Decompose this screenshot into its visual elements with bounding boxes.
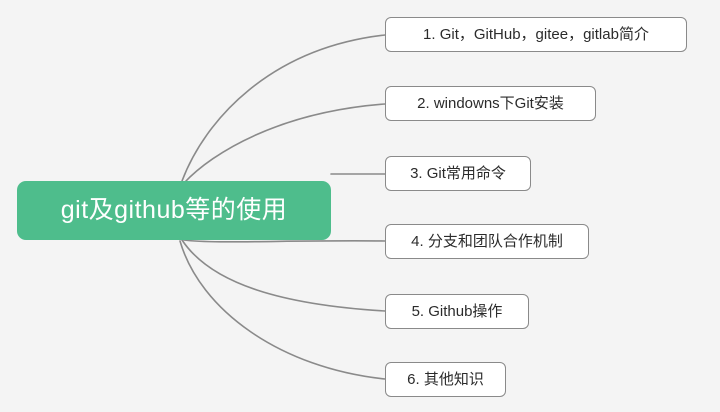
mindmap-branch-node-1[interactable]: 1. Git，GitHub，gitee，gitlab简介 xyxy=(385,17,687,52)
mindmap-branch-node-6[interactable]: 6. 其他知识 xyxy=(385,362,506,397)
mindmap-branch-label-4: 4. 分支和团队合作机制 xyxy=(411,233,563,250)
mindmap-root-label: git及github等的使用 xyxy=(60,196,288,224)
mindmap-branch-node-3[interactable]: 3. Git常用命令 xyxy=(385,156,531,191)
mindmap-branch-label-6: 6. 其他知识 xyxy=(407,371,484,388)
connector-to-branch-2 xyxy=(183,103,386,184)
mindmap-branch-node-2[interactable]: 2. windowns下Git安装 xyxy=(385,86,596,121)
connector-to-branch-4 xyxy=(183,239,386,243)
connector-to-branch-6 xyxy=(179,240,386,380)
mindmap-branch-node-4[interactable]: 4. 分支和团队合作机制 xyxy=(385,224,589,259)
mindmap-branch-label-5: 5. Github操作 xyxy=(411,303,503,320)
mindmap-branch-label-1: 1. Git，GitHub，gitee，gitlab简介 xyxy=(423,26,649,43)
connector-to-branch-5 xyxy=(181,239,386,312)
mindmap-branch-node-5[interactable]: 5. Github操作 xyxy=(385,294,529,329)
mindmap-root-node[interactable]: git及github等的使用 xyxy=(17,181,331,240)
connector-to-branch-1 xyxy=(181,34,386,182)
mindmap-branch-label-3: 3. Git常用命令 xyxy=(410,165,506,182)
mindmap-branch-label-2: 2. windowns下Git安装 xyxy=(417,95,564,112)
